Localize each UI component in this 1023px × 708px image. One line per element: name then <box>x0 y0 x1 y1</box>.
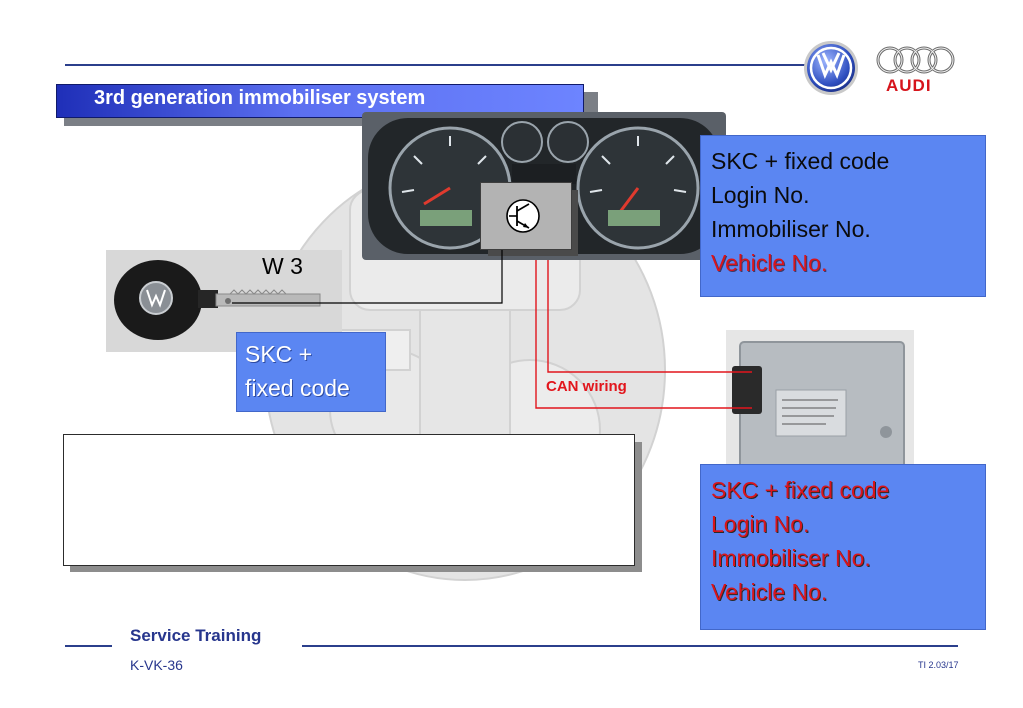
transistor-symbol-icon <box>506 199 540 233</box>
cluster-info-line: Immobiliser No. <box>711 216 871 242</box>
audi-rings-icon <box>876 46 955 74</box>
key-info-line: SKC + <box>245 341 313 367</box>
footer-page-reference: TI 2.03/17 <box>918 660 959 670</box>
ecu-info-line: SKC + fixed code <box>711 477 890 503</box>
key-label: W 3 <box>262 253 303 279</box>
ecu-info-line: Login No. <box>711 511 810 537</box>
ecu-info-box: SKC + fixed code Login No. Immobiliser N… <box>700 464 986 630</box>
vw-logo-icon <box>804 41 858 95</box>
audi-wordmark: AUDI <box>886 76 932 95</box>
ecu-info-line: Vehicle No. <box>711 579 828 605</box>
footer-rule-right <box>302 645 958 647</box>
cluster-info-vehicle-line: Vehicle No. <box>711 250 828 276</box>
empty-text-box <box>63 434 635 566</box>
cluster-info-line: SKC + fixed code <box>711 148 890 174</box>
key-info-box: SKC + fixed code <box>236 332 386 412</box>
can-wiring-label: CAN wiring <box>546 378 627 395</box>
footer-service-training: Service Training <box>130 626 262 645</box>
footer-document-code: K-VK-36 <box>130 657 183 673</box>
header-rule <box>65 64 805 66</box>
cluster-info-box: SKC + fixed code Login No. Immobiliser N… <box>700 135 986 297</box>
cluster-info-line: Login No. <box>711 182 810 208</box>
engine-control-unit-image <box>726 330 914 478</box>
ecu-info-line: Immobiliser No. <box>711 545 871 571</box>
footer-rule-left <box>65 645 112 647</box>
key-info-line: fixed code <box>245 375 350 401</box>
page-title: 3rd generation immobiliser system <box>94 87 426 109</box>
